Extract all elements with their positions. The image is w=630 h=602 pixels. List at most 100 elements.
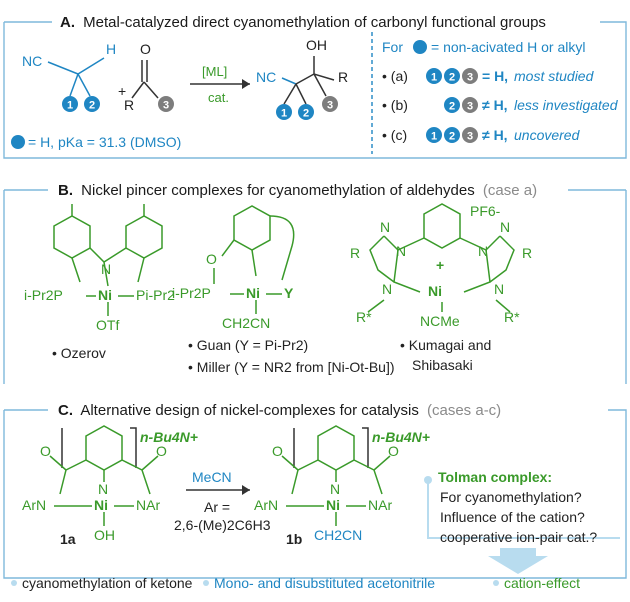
svg-text:3: 3 — [327, 100, 333, 112]
svg-text:≠ H,: ≠ H, — [482, 127, 508, 143]
svg-text:NAr: NAr — [136, 497, 160, 513]
svg-text:1: 1 — [431, 72, 437, 84]
badge-1 — [62, 96, 78, 112]
ozerov-complex: N i-Pr2P Ni Pi-Pr2 OTf • Ozerov — [24, 204, 175, 361]
product-oh: OH — [306, 37, 327, 53]
svg-text:O: O — [388, 443, 399, 459]
arrow-reagent: MeCN — [192, 469, 232, 485]
svg-text:2: 2 — [449, 131, 455, 143]
tolman-title: Tolman complex: — [438, 469, 552, 485]
svg-text:= H,: = H, — [482, 68, 508, 84]
svg-text:Ni: Ni — [98, 287, 112, 303]
complex-1b: O O N ArN Ni NAr CH2CN 1b n-Bu4N+ — [254, 425, 430, 547]
svg-text:CH2CN: CH2CN — [314, 527, 362, 543]
reagent-nc: NC — [22, 53, 42, 69]
complex-1a: O O N ArN Ni NAr OH 1a n-Bu4N+ — [22, 425, 198, 547]
plus-sign: + — [118, 83, 126, 99]
svg-text:1: 1 — [281, 108, 287, 120]
svg-text:O: O — [156, 443, 167, 459]
svg-text:1: 1 — [67, 100, 73, 112]
svg-text:Y: Y — [284, 285, 294, 301]
panel-c-title: C. Alternative design of nickel-complexe… — [58, 402, 501, 419]
badge-2 — [84, 96, 100, 112]
svg-text:Pi-Pr2: Pi-Pr2 — [136, 287, 175, 303]
svg-text:1: 1 — [431, 131, 437, 143]
badge-3 — [158, 96, 174, 112]
case-c-row: • (c) 1 2 3 ≠ H, uncovered — [382, 127, 581, 143]
svg-text:ArN: ArN — [254, 497, 278, 513]
case-a-row: • (a) 1 2 3 = H, most studied — [382, 68, 595, 84]
svg-text:N: N — [500, 219, 510, 235]
reagent-h: H — [106, 41, 116, 57]
svg-text:3: 3 — [467, 72, 473, 84]
guan-miller-complex: O i-Pr2P Ni Y CH2CN • Guan (Y = Pi-Pr2) … — [172, 205, 395, 375]
svg-text:N: N — [478, 243, 488, 259]
summary-1: cyanomethylation of ketone — [22, 575, 193, 591]
svg-text:N: N — [396, 243, 406, 259]
svg-text:• (c): • (c) — [382, 127, 407, 143]
svg-text:2: 2 — [449, 72, 455, 84]
summary-3: cation-effect — [504, 575, 580, 591]
reagent-bonds — [47, 57, 105, 75]
svg-text:less investigated: less investigated — [514, 97, 619, 113]
svg-text:OH: OH — [94, 527, 115, 543]
cation-right: n-Bu4N+ — [372, 429, 430, 445]
panel-b: B. Nickel pincer complexes for cyanometh… — [3, 182, 627, 384]
svg-text:3: 3 — [467, 131, 473, 143]
panel-a-title: A. Metal-catalyzed direct cyanomethylati… — [60, 14, 546, 31]
tolman-q1: For cyanomethylation? — [440, 489, 582, 505]
cation-left: n-Bu4N+ — [140, 429, 198, 445]
carbonyl-r: R — [124, 97, 134, 113]
product-r: R — [338, 69, 348, 85]
svg-text:N: N — [382, 281, 392, 297]
svg-text:N: N — [494, 281, 504, 297]
svg-text:2: 2 — [303, 108, 309, 120]
svg-text:R*: R* — [356, 309, 372, 325]
svg-text:Ni: Ni — [428, 283, 442, 299]
tolman-q2: Influence of the cation? — [440, 509, 585, 525]
arrow-cat: cat. — [208, 90, 229, 105]
summary-2: Mono- and disubstituted acetonitrile — [214, 575, 435, 591]
svg-text:2,6-(Me)2C6H3: 2,6-(Me)2C6H3 — [174, 517, 271, 533]
case-b-row: • (b) 2 3 ≠ H, less investigated — [382, 97, 619, 113]
panel-b-title: B. Nickel pincer complexes for cyanometh… — [58, 182, 537, 199]
panel-a: A. Metal-catalyzed direct cyanomethylati… — [3, 14, 627, 159]
svg-text:2: 2 — [449, 101, 455, 113]
svg-text:NCMe: NCMe — [420, 313, 460, 329]
for-suffix: = non-acivated H or alkyl — [431, 39, 585, 55]
svg-text:≠ H,: ≠ H, — [482, 97, 508, 113]
svg-text:uncovered: uncovered — [514, 127, 581, 143]
svg-text:+: + — [436, 257, 444, 273]
svg-text:3: 3 — [467, 101, 473, 113]
svg-text:OTf: OTf — [96, 317, 119, 333]
svg-text:• (b): • (b) — [382, 97, 408, 113]
svg-text:2: 2 — [89, 100, 95, 112]
guan-line: • Guan (Y = Pi-Pr2) — [188, 337, 308, 353]
svg-text:Ni: Ni — [246, 285, 260, 301]
summary-line: cyanomethylation of ketone Mono- and dis… — [11, 575, 580, 591]
svg-text:Ar =: Ar = — [204, 499, 230, 515]
kumagai-name: • Kumagai and — [400, 337, 491, 353]
svg-text:R: R — [522, 245, 532, 261]
svg-text:1b: 1b — [286, 531, 302, 547]
svg-text:R*: R* — [504, 309, 520, 325]
pka-note: = H, pKa = 31.3 (DMSO) — [28, 134, 181, 150]
arrow-catalyst: [ML] — [202, 64, 227, 79]
svg-text:• (a): • (a) — [382, 68, 408, 84]
tolman-box: Tolman complex: For cyanomethylation? In… — [424, 469, 620, 574]
svg-text:R: R — [350, 245, 360, 261]
svg-text:Ni: Ni — [326, 497, 340, 513]
miller-line: • Miller (Y = NR2 from [Ni-Ot-Bu]) — [188, 359, 395, 375]
for-prefix: For — [382, 39, 403, 55]
svg-text:1a: 1a — [60, 531, 76, 547]
svg-text:O: O — [272, 443, 283, 459]
product-nc: NC — [256, 69, 276, 85]
svg-text:i-Pr2P: i-Pr2P — [172, 285, 211, 301]
svg-text:N: N — [330, 481, 340, 497]
svg-text:ArN: ArN — [22, 497, 46, 513]
svg-text:CH2CN: CH2CN — [222, 315, 270, 331]
kumagai-complex: N N N N N N PF6- Ni + R R R* R* NCMe • K… — [350, 203, 532, 373]
shibasaki-name: Shibasaki — [412, 357, 473, 373]
tolman-q3: cooperative ion-pair cat.? — [440, 529, 597, 545]
